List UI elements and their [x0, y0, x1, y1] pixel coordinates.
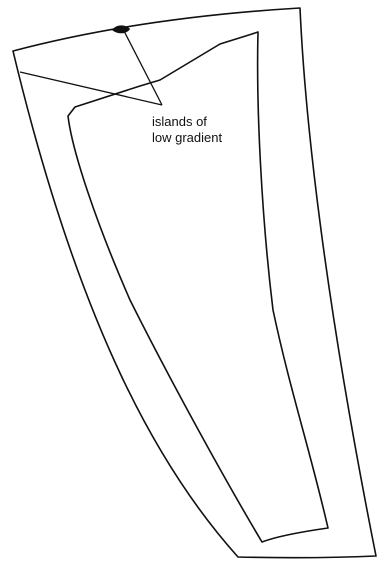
callout-label-line2: low gradient	[152, 130, 222, 146]
callout-label-line1: islands of	[152, 114, 222, 130]
callout-label: islands of low gradient	[152, 114, 222, 146]
callout-line-left	[20, 72, 162, 105]
inner-boundary	[68, 32, 328, 542]
callout-line-top	[124, 31, 162, 105]
outer-boundary	[13, 8, 376, 558]
